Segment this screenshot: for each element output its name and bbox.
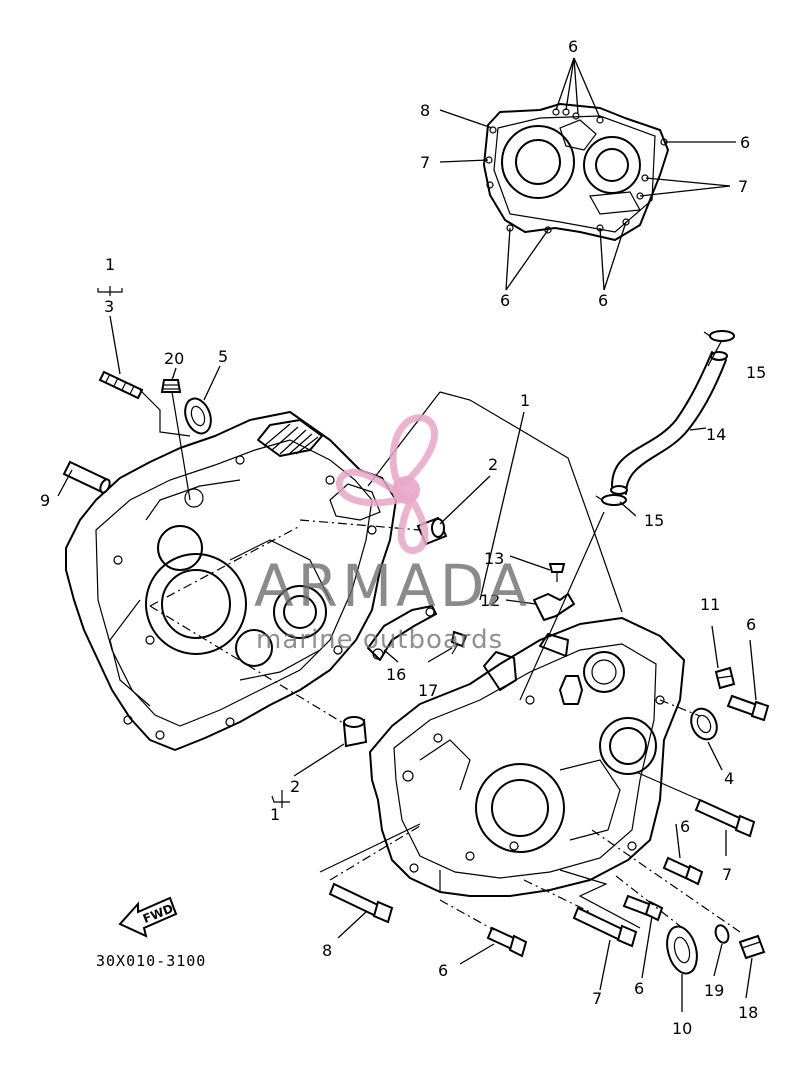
callout-14: 14: [706, 425, 726, 444]
propeller-logo-icon: [336, 414, 438, 554]
callout-20: 20: [164, 349, 184, 368]
watermark-brand: ARMADA: [254, 552, 531, 620]
part-6-bolt-bottom: [486, 926, 528, 958]
part-17-screw: [450, 630, 468, 655]
callout-7-inset-left: 7: [420, 153, 430, 172]
part-3-stud: [98, 370, 144, 400]
callout-6-inset-bottom-right: 6: [598, 291, 608, 310]
part-code-label: 30X010-3100: [96, 952, 206, 970]
callout-8: 8: [322, 941, 332, 960]
callout-6-bottom-right: 6: [634, 979, 644, 998]
part-6-bolt-mid: [662, 856, 704, 886]
leader-lines: [57, 57, 757, 1012]
right-crankcase-half: [369, 617, 685, 897]
part-6-bolt-lower-right: [622, 894, 664, 922]
part-7-bolt-right: [694, 798, 756, 838]
callout-6-bottom: 6: [438, 961, 448, 980]
callout-6-inset-bottom-left: 6: [500, 291, 510, 310]
part-2-dowel-lower: [342, 716, 368, 748]
part-7-bolt-bottom: [572, 906, 638, 948]
part-15-hose-clamp-upper: [703, 330, 735, 342]
callout-9: 9: [40, 491, 50, 510]
callout-8-inset: 8: [420, 101, 430, 120]
callout-11: 11: [700, 595, 720, 614]
callout-13: 13: [484, 549, 504, 568]
part-16-breather-plate: [367, 605, 437, 661]
part-14-breather-hose: [610, 351, 728, 495]
part-5-oil-seal: [184, 397, 212, 435]
callout-6-mid: 6: [680, 817, 690, 836]
callout-18: 18: [738, 1003, 758, 1022]
part-12-breather-pipe: [533, 593, 575, 621]
watermark-tagline: marine outboards: [256, 625, 503, 655]
callout-12: 12: [480, 591, 500, 610]
part-9-dowel-pin: [62, 460, 111, 494]
callout-6-inset-right: 6: [740, 133, 750, 152]
callout-3: 3: [104, 297, 114, 316]
bolt-pattern-inset: [483, 103, 669, 241]
callout-6-inset-top: 6: [568, 37, 578, 56]
callout-7-inset-right: 7: [738, 177, 748, 196]
armada-watermark: ARMADA marine outboards: [254, 414, 531, 655]
forward-arrow: FWD: [118, 896, 178, 938]
callout-7-mid: 7: [722, 865, 732, 884]
left-crankcase-half: [65, 411, 397, 751]
callout-15-upper: 15: [746, 363, 766, 382]
callout-7-bottom: 7: [592, 989, 602, 1008]
callout-1-center: 1: [520, 391, 530, 410]
part-13-screw: [548, 563, 566, 582]
callout-labels: 6 8 6 7 7 6 6 1 3 20 5 9 1 2 15 14 15 13…: [40, 37, 766, 1038]
callout-15-lower: 15: [644, 511, 664, 530]
callout-19: 19: [704, 981, 724, 1000]
part-6-bolt-right: [726, 694, 770, 722]
part-8-bolt: [328, 882, 394, 924]
callout-2-lower: 2: [290, 777, 300, 796]
callout-1-lower: 1: [270, 805, 280, 824]
callout-6-right: 6: [746, 615, 756, 634]
part-11-plug: [714, 666, 736, 690]
part-20-plug: [160, 379, 182, 393]
part-10-oil-seal: [666, 925, 698, 975]
callout-10: 10: [672, 1019, 692, 1038]
part-18-drain-bolt: [738, 934, 766, 960]
callout-4: 4: [724, 769, 734, 788]
callout-5: 5: [218, 347, 228, 366]
part-19-washer: [714, 924, 730, 944]
part-15-hose-clamp-lower: [595, 494, 627, 506]
part-4-oil-seal: [690, 707, 718, 741]
callout-16: 16: [386, 665, 406, 684]
callout-17: 17: [418, 681, 438, 700]
callout-1-left: 1: [105, 255, 115, 274]
callout-2-upper: 2: [488, 455, 498, 474]
